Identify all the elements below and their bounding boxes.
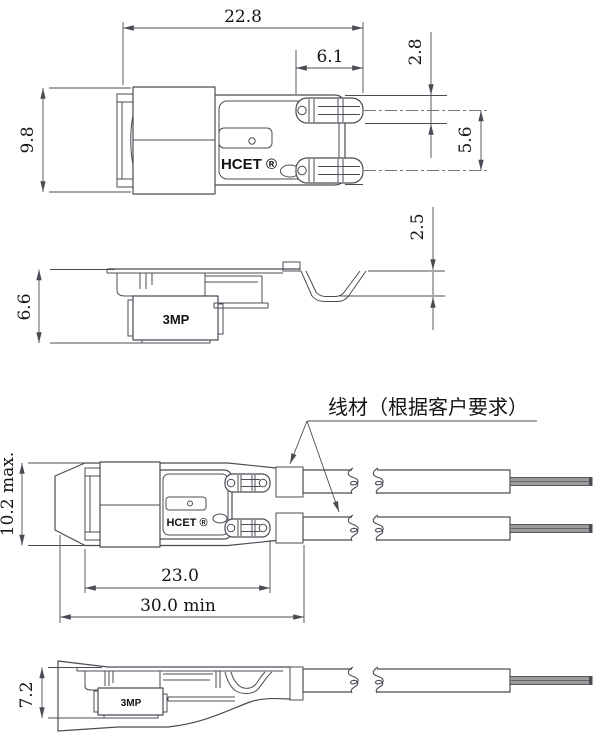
terminal-hole	[297, 165, 307, 176]
dim-label-lead-height: 2.5	[408, 213, 428, 240]
contact-window	[218, 127, 273, 149]
lead-clip-side	[300, 270, 367, 302]
bracket-profile	[116, 273, 206, 297]
contact-window	[165, 496, 207, 511]
crimp-terminal-upper	[224, 473, 271, 493]
dimension-lead-height: 2.5	[340, 207, 445, 330]
side-view: 6.6 2.5 3MP	[15, 207, 445, 344]
contact-tab	[282, 261, 301, 272]
rivet-hole	[187, 500, 193, 507]
bracket-profile	[84, 671, 161, 691]
dim-label-wired-height: 10.2 max.	[0, 452, 18, 537]
mounting-bracket	[84, 467, 101, 541]
dim-label-height: 9.8	[18, 126, 38, 153]
protector-side-in-sleeve: 3MP	[76, 667, 283, 719]
wire-note-label: 线材（根据客户要求）	[328, 395, 528, 419]
sleeve-exit	[289, 666, 304, 701]
leader-lower-wire	[306, 420, 340, 513]
dimension-min-length: 30.0 min	[59, 535, 305, 623]
leader-upper-wire	[289, 420, 308, 465]
wired-side-view: 7.2 3MP	[17, 660, 593, 732]
case-inner-edge	[162, 473, 229, 536]
epoxy-block	[132, 86, 216, 195]
dimension-height: 9.8	[18, 87, 131, 193]
dimension-body-length: 23.0	[84, 540, 271, 593]
dimension-terminal-offset: 2.8	[365, 32, 447, 158]
dim-label-side-height: 6.6	[15, 293, 35, 320]
protector-in-sleeve: HCET ®	[84, 461, 271, 548]
top-view: 22.8 6.1 9.8 2.8 5.6	[18, 7, 489, 195]
wire-lower	[302, 514, 593, 542]
terminal-lower	[295, 157, 364, 184]
wired-top-view: 线材（根据客户要求） 10.2 max.	[0, 395, 593, 623]
weld-spot	[212, 513, 228, 524]
terminal-arm-side	[205, 275, 269, 309]
model-mark: 3MP	[163, 312, 190, 327]
wire-upper	[302, 467, 593, 495]
terminal-arm-side	[163, 671, 235, 702]
dimension-wired-height: 10.2 max.	[0, 452, 88, 546]
brand-mark: HCET ®	[221, 156, 277, 173]
dim-label-width: 22.8	[224, 7, 262, 27]
crimp-terminal-lower	[224, 518, 271, 538]
rivet-hole	[248, 137, 256, 145]
dim-label-wired-side-height: 7.2	[17, 681, 37, 708]
dimension-side-height: 6.6	[15, 269, 147, 344]
sleeve-side-outline	[57, 660, 304, 732]
epoxy-block-side: 3MP	[93, 687, 168, 719]
epoxy-block-side: 3MP	[127, 295, 224, 344]
sleeve-exit-lower	[275, 512, 304, 544]
terminal-upper	[295, 97, 364, 124]
sleeve-exit-upper	[275, 466, 304, 498]
terminal-hole	[297, 105, 307, 116]
dimension-terminal-length: 6.1	[295, 47, 363, 94]
protector-side-outline: 3MP	[106, 261, 367, 344]
brand-mark: HCET ®	[166, 517, 207, 529]
dim-label-min-length: 30.0 min	[140, 596, 216, 616]
dim-label-body-length: 23.0	[161, 566, 199, 586]
wire-side	[302, 666, 593, 694]
dimension-width: 22.8	[122, 7, 364, 93]
dim-label-terminal-length: 6.1	[316, 47, 343, 67]
dimension-wired-side-height: 7.2	[17, 667, 112, 719]
dim-label-terminal-offset: 2.8	[406, 38, 426, 65]
epoxy-block	[99, 461, 161, 548]
dim-label-terminal-pitch: 5.6	[456, 126, 476, 153]
protector-top-outline: HCET ®	[116, 86, 365, 195]
model-mark: 3MP	[121, 698, 142, 709]
lead-clip-side	[224, 671, 273, 694]
wire-note: 线材（根据客户要求）	[289, 395, 537, 513]
